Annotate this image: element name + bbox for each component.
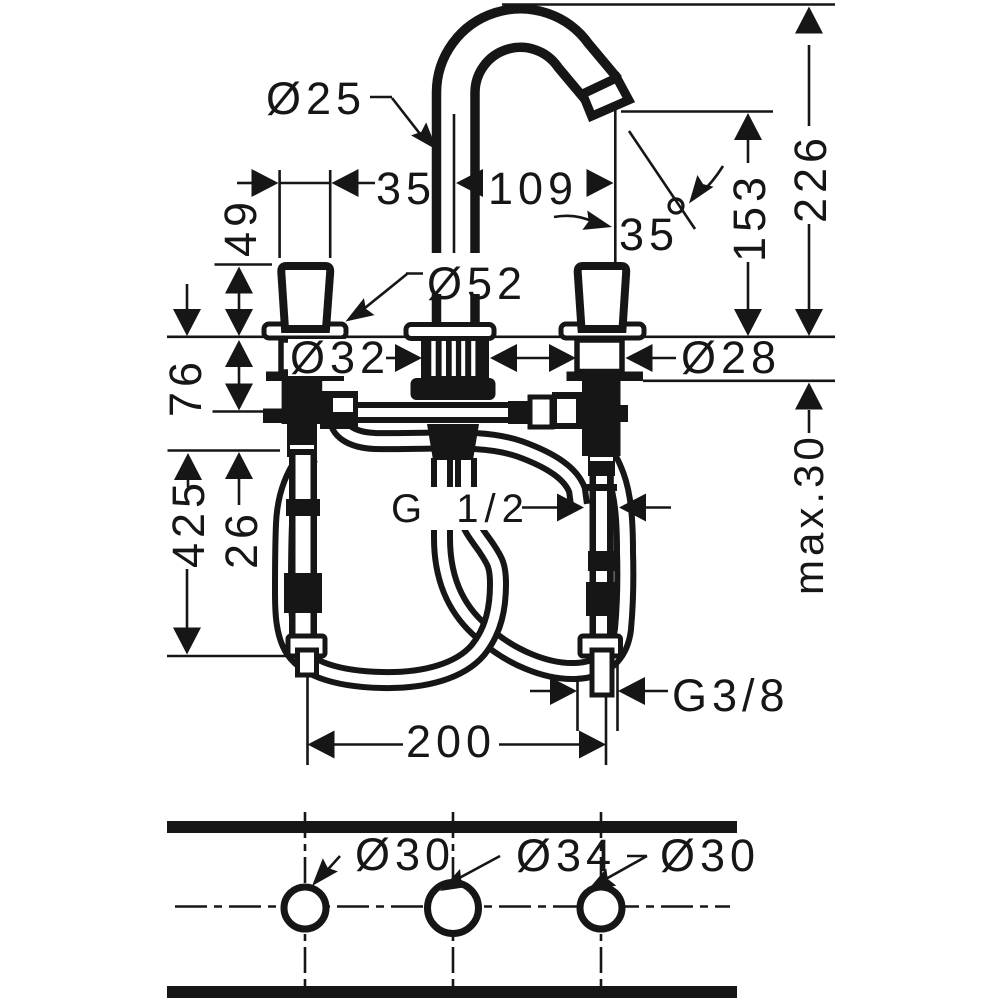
svg-text:Ø30: Ø30 — [355, 829, 455, 880]
svg-text:G 1/2: G 1/2 — [391, 487, 530, 531]
svg-text:35: 35 — [376, 163, 436, 214]
svg-text:Ø34: Ø34 — [516, 830, 616, 881]
svg-text:Ø32: Ø32 — [290, 332, 390, 383]
svg-text:26: 26 — [216, 509, 267, 569]
svg-text:76: 76 — [160, 357, 211, 417]
svg-text:49: 49 — [215, 197, 266, 257]
svg-text:Ø30: Ø30 — [660, 830, 760, 881]
svg-text:G3/8: G3/8 — [672, 670, 790, 721]
svg-text:425: 425 — [163, 478, 214, 568]
svg-text:35: 35 — [619, 209, 679, 260]
svg-text:109: 109 — [488, 163, 578, 214]
svg-text:Ø25: Ø25 — [266, 73, 366, 124]
svg-text:max.30: max.30 — [785, 433, 832, 595]
svg-text:Ø28: Ø28 — [681, 332, 781, 383]
svg-text:226: 226 — [785, 133, 836, 223]
svg-text:200: 200 — [406, 716, 496, 767]
svg-text:Ø52: Ø52 — [427, 258, 527, 309]
svg-text:153: 153 — [724, 172, 775, 262]
